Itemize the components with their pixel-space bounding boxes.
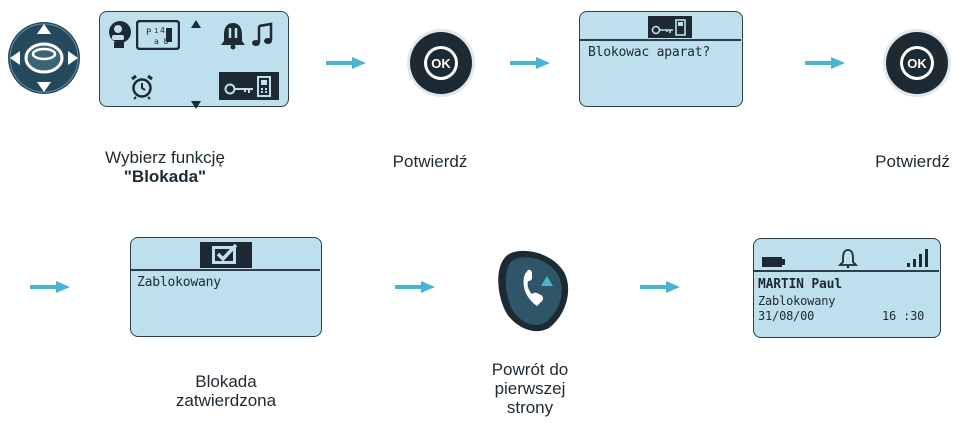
- battery-icon: [762, 255, 786, 267]
- bell-icon: [837, 248, 859, 269]
- svg-text:1: 1: [154, 27, 158, 35]
- lock-key-icon: [219, 72, 279, 100]
- svg-text:a b: a b: [154, 37, 169, 46]
- lock-key-icon: [648, 16, 692, 38]
- scroll-up-icon: [191, 15, 201, 28]
- lock-status: Zablokowany: [758, 294, 836, 308]
- caption-line: strony: [506, 398, 554, 417]
- step-caption: Blokada zatwierdzona: [130, 372, 322, 410]
- caption-line-bold: "Blokada": [123, 167, 207, 186]
- time: 16 :30: [882, 309, 925, 323]
- music-note-icon: [250, 20, 280, 50]
- caption-line: zatwierdzona: [175, 391, 277, 410]
- arrow-right-icon: [326, 55, 366, 71]
- caption-line: pierwszej: [494, 379, 566, 398]
- alarm-clock-icon: [130, 74, 154, 100]
- phonebook-icon: [106, 18, 138, 50]
- step-caption: Potwierdź: [875, 152, 950, 171]
- caption-line: Powrót do: [491, 360, 569, 379]
- screen-message: Zablokowany: [137, 275, 221, 290]
- caption-line: Wybierz funkcję: [105, 148, 225, 167]
- step-caption: Powrót do pierwszej strony: [460, 360, 600, 417]
- menu-screen: P 1 4 a b: [99, 11, 289, 109]
- ok-label: OK: [431, 56, 451, 71]
- screen-message: Blokowac aparat?: [588, 45, 711, 60]
- navigation-key-icon: [4, 18, 84, 98]
- arrow-right-icon: [395, 279, 435, 295]
- svg-text:P: P: [146, 28, 152, 38]
- bell-icon: [218, 20, 248, 50]
- confirm-lock-screen: Blokowac aparat?: [579, 11, 743, 107]
- scroll-down-icon: [191, 96, 201, 109]
- arrow-right-icon: [30, 279, 70, 295]
- svg-text:4: 4: [160, 26, 165, 35]
- calls-list-icon: P 1 4 a b: [135, 19, 181, 51]
- checkmark-icon: [200, 242, 252, 268]
- step-caption: Wybierz funkcję "Blokada": [60, 148, 270, 186]
- caption-line: Blokada: [195, 372, 257, 391]
- signal-icon: [906, 248, 930, 268]
- step-caption: Potwierdź: [392, 152, 468, 171]
- locked-confirmation-screen: Zablokowany: [130, 237, 322, 337]
- arrow-right-icon: [510, 55, 550, 71]
- arrow-right-icon: [805, 55, 845, 71]
- idle-screen: MARTIN Paul Zablokowany 31/08/00 16 :30: [753, 238, 941, 338]
- hang-up-key-icon: [495, 244, 571, 334]
- date: 31/08/00: [758, 309, 815, 323]
- ok-label: OK: [907, 56, 927, 71]
- contact-name: MARTIN Paul: [758, 277, 842, 292]
- ok-button-icon: OK: [406, 28, 476, 98]
- ok-button-icon: OK: [882, 28, 952, 98]
- arrow-right-icon: [640, 279, 680, 295]
